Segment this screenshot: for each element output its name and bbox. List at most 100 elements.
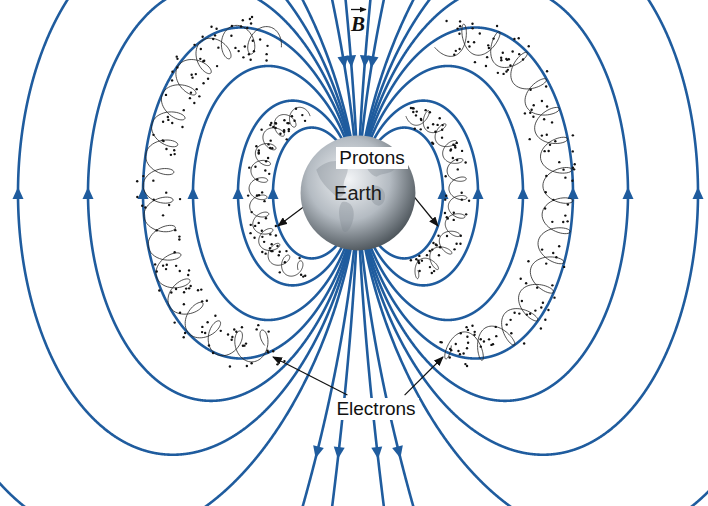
particle-dot	[198, 95, 200, 97]
particle-dot	[529, 112, 531, 114]
particle-dot	[505, 58, 507, 60]
particle-dot	[275, 234, 277, 236]
particle-dot	[279, 251, 281, 253]
particle-dot	[234, 47, 236, 49]
particle-dot	[206, 321, 208, 323]
particle-dot	[447, 217, 449, 219]
particle-dot	[304, 120, 306, 122]
particle-dot	[178, 235, 180, 237]
particle-dot	[255, 145, 257, 147]
particle-dot	[270, 243, 272, 245]
particle-dot	[529, 138, 531, 140]
particle-dot	[421, 259, 423, 261]
particle-dot	[165, 148, 167, 150]
field-arrowhead	[371, 446, 382, 459]
particle-dot	[284, 261, 286, 263]
particle-dot	[573, 168, 575, 170]
particle-dot	[162, 121, 164, 123]
particle-dot	[551, 284, 553, 286]
particle-dot	[261, 251, 263, 253]
particle-spiral	[143, 25, 281, 362]
particle-dot	[467, 342, 469, 344]
particle-dot	[460, 192, 462, 194]
particle-dot	[495, 326, 497, 328]
particle-dot	[136, 196, 138, 198]
particle-dot	[162, 139, 164, 141]
particle-dot	[241, 326, 243, 328]
particle-dot	[275, 122, 277, 124]
particle-dot	[302, 275, 304, 277]
particle-dot	[301, 114, 303, 116]
particle-dot	[181, 126, 183, 128]
particle-dot	[201, 36, 203, 38]
particle-dot	[534, 309, 536, 311]
particle-dot	[152, 134, 154, 136]
particle-dot	[479, 32, 481, 34]
particle-dot	[193, 44, 195, 46]
particle-dot	[458, 48, 460, 50]
particle-dot	[235, 331, 237, 333]
particle-dot	[490, 344, 492, 346]
field-arrowhead	[334, 446, 345, 459]
particle-dot	[558, 161, 560, 163]
particle-dot	[420, 118, 422, 120]
particle-dot	[248, 166, 250, 168]
particle-dot	[444, 212, 446, 214]
particle-dot	[441, 341, 443, 343]
particle-dot	[513, 38, 515, 40]
particle-dot	[551, 121, 553, 123]
globe-disc	[301, 136, 416, 251]
particle-dot	[429, 111, 431, 113]
particle-dot	[545, 191, 547, 193]
particle-dot	[265, 217, 267, 219]
particle-dot	[245, 342, 247, 344]
particle-dot	[252, 40, 254, 42]
particle-dot	[572, 150, 574, 152]
particle-dot	[276, 245, 278, 247]
particle-dot	[511, 50, 513, 52]
particle-dot	[432, 123, 434, 125]
particle-dot	[144, 206, 146, 208]
particle-dot	[549, 144, 551, 146]
particle-dot	[555, 256, 557, 258]
particle-dot	[174, 229, 176, 231]
particle-dot	[468, 45, 470, 47]
particle-dot	[288, 128, 290, 130]
particle-dot	[200, 48, 202, 50]
particle-dot	[249, 18, 251, 20]
particle-dot	[438, 254, 440, 256]
particle-dot	[187, 274, 189, 276]
field-arrowhead	[268, 187, 279, 199]
particle-dot	[254, 166, 256, 168]
particle-dot	[427, 126, 429, 128]
particle-dot	[255, 328, 257, 330]
particle-dot	[183, 291, 185, 293]
particle-dot	[467, 329, 469, 331]
particle-dot	[540, 306, 542, 308]
particle-dot	[541, 248, 543, 250]
particle-dot	[156, 270, 158, 272]
particle-dot	[522, 58, 524, 60]
particle-dot	[471, 27, 473, 29]
particle-dot	[573, 163, 575, 165]
particle-dot	[418, 262, 420, 264]
particle-dot	[542, 302, 544, 304]
particle-dot	[547, 150, 549, 152]
particle-dot	[445, 20, 447, 22]
particle-dot	[545, 175, 547, 177]
field-line	[363, 0, 698, 455]
particle-dot	[441, 129, 443, 131]
particle-dot	[242, 19, 244, 21]
particle-dot	[480, 345, 482, 347]
particle-dot	[247, 194, 249, 196]
particle-dot	[411, 107, 413, 109]
field-arrowhead	[568, 187, 579, 199]
particle-dot	[546, 134, 548, 136]
vector-arrow	[351, 9, 366, 10]
particle-dot	[465, 213, 467, 215]
field-arrowhead	[188, 187, 199, 199]
particle-dot	[453, 212, 455, 214]
field-arrowhead	[518, 187, 529, 199]
particle-dot	[571, 180, 573, 182]
